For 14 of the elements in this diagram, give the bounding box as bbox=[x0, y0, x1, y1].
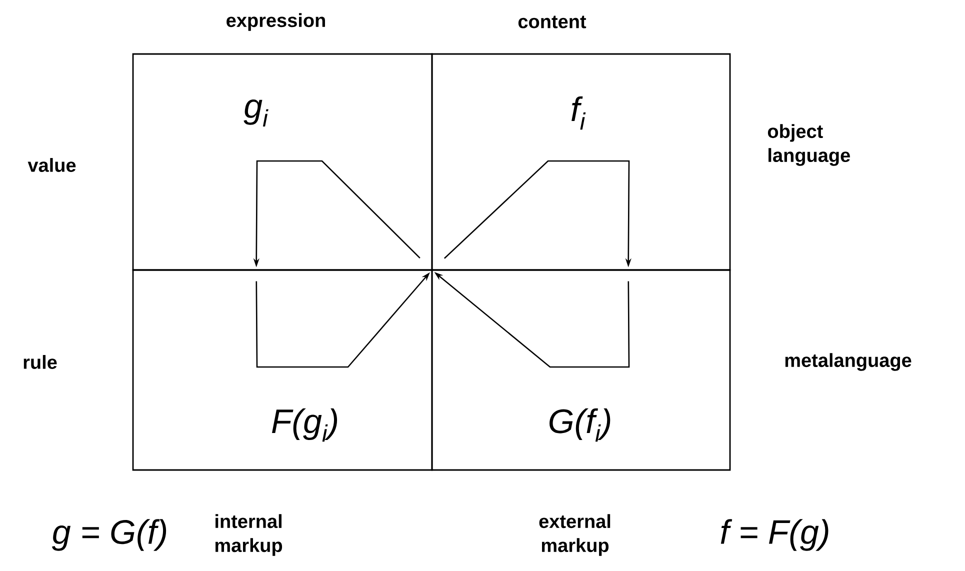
axis-label: object language bbox=[768, 124, 850, 166]
formula: g = G(f) bbox=[52, 519, 166, 551]
axis-label: external markup bbox=[539, 514, 610, 556]
quadrant-cell: G(f$_{i}$) bbox=[431, 269, 731, 471]
quadrant-cell: F(g$_{i}$) bbox=[132, 269, 433, 471]
quadrant-cell: g$_{i}$ bbox=[132, 53, 433, 271]
formula: f = F(g) bbox=[720, 519, 828, 551]
axis-label: metalanguage bbox=[785, 353, 912, 371]
axis-label: rule bbox=[24, 355, 57, 369]
axis-label: expression bbox=[226, 13, 325, 31]
axis-label: content bbox=[518, 16, 586, 28]
axis-label: internal markup bbox=[215, 514, 282, 556]
axis-label: value bbox=[28, 158, 76, 172]
quadrant-cell: f$_{i}$ bbox=[431, 53, 731, 271]
